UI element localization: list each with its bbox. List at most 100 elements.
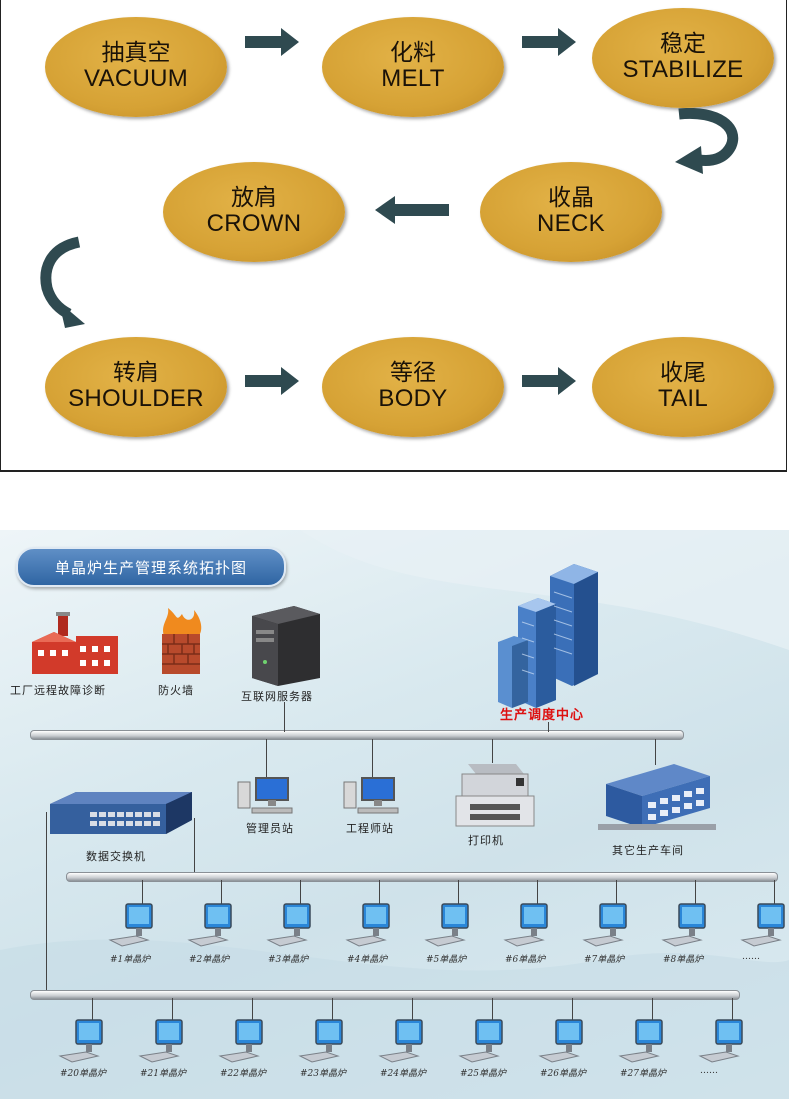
connector-line — [379, 880, 380, 906]
connector-line — [695, 880, 696, 906]
connector-line — [412, 998, 413, 1022]
backbone-bus-bar — [30, 730, 684, 740]
connector-line — [172, 998, 173, 1022]
curved-arrow-down-right-icon — [40, 236, 85, 328]
firewall-label: 防火墙 — [158, 684, 194, 697]
furnace-terminal-computer-icon — [138, 1018, 186, 1069]
stage-stabilize-zh: 稳定 — [660, 30, 706, 57]
terminal-label: #26单晶炉 — [540, 1069, 586, 1079]
topology-title: 单晶炉生产管理系统拓扑图 — [16, 547, 286, 587]
furnace-terminal-computer-icon — [218, 1018, 266, 1069]
furnace-terminal-computer-icon — [424, 902, 472, 953]
factory-label: 工厂远程故障诊断 — [10, 684, 106, 697]
stage-vacuum-zh: 抽真空 — [101, 39, 171, 66]
furnace-terminal-computer-icon — [618, 1018, 666, 1069]
connector-line — [774, 880, 775, 906]
connector-line — [537, 880, 538, 906]
stage-crown-en: CROWN — [206, 210, 302, 238]
terminal-label: #27单晶炉 — [620, 1069, 666, 1079]
engineer-station-label: 工程师站 — [346, 822, 394, 835]
connector-line — [372, 739, 373, 777]
connector-line — [194, 818, 195, 874]
stage-vacuum-en: VACUUM — [83, 65, 189, 93]
connector-line — [300, 880, 301, 906]
stage-body: 等径 BODY — [322, 337, 504, 437]
building-cluster-icon — [498, 564, 598, 708]
stage-body-zh: 等径 — [390, 359, 436, 386]
connector-line — [266, 739, 267, 777]
factory-icon — [32, 612, 118, 674]
arrow-right-icon — [245, 367, 299, 395]
terminal-label: #25单晶炉 — [460, 1069, 506, 1079]
furnace-terminal-computer-icon — [298, 1018, 346, 1069]
terminal-label: #2单晶炉 — [189, 955, 230, 965]
stage-stabilize: 稳定 STABILIZE — [592, 8, 774, 108]
terminal-label: #23单晶炉 — [300, 1069, 346, 1079]
arrow-right-icon — [522, 367, 576, 395]
connector-line — [572, 998, 573, 1022]
manager-station-label: 管理员站 — [246, 822, 294, 835]
arrow-right-icon — [245, 28, 299, 56]
terminal-label: #21单晶炉 — [140, 1069, 186, 1079]
row1-bus-bar — [66, 872, 778, 882]
terminal-label: #8单晶炉 — [663, 955, 704, 965]
stage-neck-en: NECK — [537, 210, 605, 238]
stage-crown-zh: 放肩 — [231, 184, 277, 211]
connector-line — [492, 998, 493, 1022]
furnace-terminal-computer-icon — [740, 902, 788, 953]
network-switch-icon — [50, 792, 192, 834]
stage-shoulder: 转肩 SHOULDER — [45, 337, 227, 437]
terminal-label: #5单晶炉 — [426, 955, 467, 965]
terminal-label: …… — [700, 1066, 718, 1076]
background-swirl — [0, 530, 789, 1099]
connector-line — [652, 998, 653, 1022]
connector-line — [458, 880, 459, 906]
arrow-left-icon — [375, 196, 449, 224]
stage-melt-en: MELT — [381, 65, 445, 93]
stage-tail: 收尾 TAIL — [592, 337, 774, 437]
stage-crown: 放肩 CROWN — [163, 162, 345, 262]
stage-vacuum: 抽真空 VACUUM — [45, 17, 227, 117]
arrow-right-icon — [522, 28, 576, 56]
furnace-terminal-computer-icon — [698, 1018, 746, 1069]
workstation-icon — [343, 777, 399, 814]
terminal-label: #4单晶炉 — [347, 955, 388, 965]
terminal-label: #20单晶炉 — [60, 1069, 106, 1079]
connector-line — [548, 722, 549, 732]
connector-line — [46, 812, 47, 992]
workshop-label: 其它生产车间 — [612, 844, 684, 857]
stage-tail-en: TAIL — [657, 385, 709, 413]
connector-line — [732, 998, 733, 1022]
terminal-label: …… — [742, 952, 760, 962]
terminal-label: #24单晶炉 — [380, 1069, 426, 1079]
furnace-terminal-computer-icon — [187, 902, 235, 953]
terminal-label: #22单晶炉 — [220, 1069, 266, 1079]
furnace-terminal-computer-icon — [108, 902, 156, 953]
row2-bus-bar — [30, 990, 740, 1000]
stage-tail-zh: 收尾 — [660, 359, 706, 386]
stage-neck: 收晶 NECK — [480, 162, 662, 262]
connector-line — [284, 702, 285, 732]
furnace-terminal-computer-icon — [503, 902, 551, 953]
connector-line — [655, 739, 656, 765]
workshop-building-icon — [598, 764, 716, 830]
connector-line — [221, 880, 222, 906]
network-topology-diagram: 单晶炉生产管理系统拓扑图 工厂远程故障诊断 防火墙 互联网服务器 — [0, 530, 789, 1099]
furnace-terminal-computer-icon — [266, 902, 314, 953]
stage-shoulder-en: SHOULDER — [68, 385, 204, 413]
printer-icon — [455, 764, 535, 827]
terminal-label: #1单晶炉 — [110, 955, 151, 965]
furnace-terminal-computer-icon — [582, 902, 630, 953]
switch-label: 数据交换机 — [86, 850, 146, 863]
furnace-terminal-computer-icon — [58, 1018, 106, 1069]
stage-neck-zh: 收晶 — [548, 184, 594, 211]
terminal-label: #3单晶炉 — [268, 955, 309, 965]
stage-melt-zh: 化料 — [390, 39, 436, 66]
stage-melt: 化料 MELT — [322, 17, 504, 117]
connector-line — [616, 880, 617, 906]
dispatch-center-label: 生产调度中心 — [500, 708, 585, 723]
furnace-terminal-computer-icon — [661, 902, 709, 953]
curved-arrow-down-left-icon — [675, 108, 739, 174]
furnace-terminal-computer-icon — [378, 1018, 426, 1069]
workstation-icon — [237, 777, 293, 814]
